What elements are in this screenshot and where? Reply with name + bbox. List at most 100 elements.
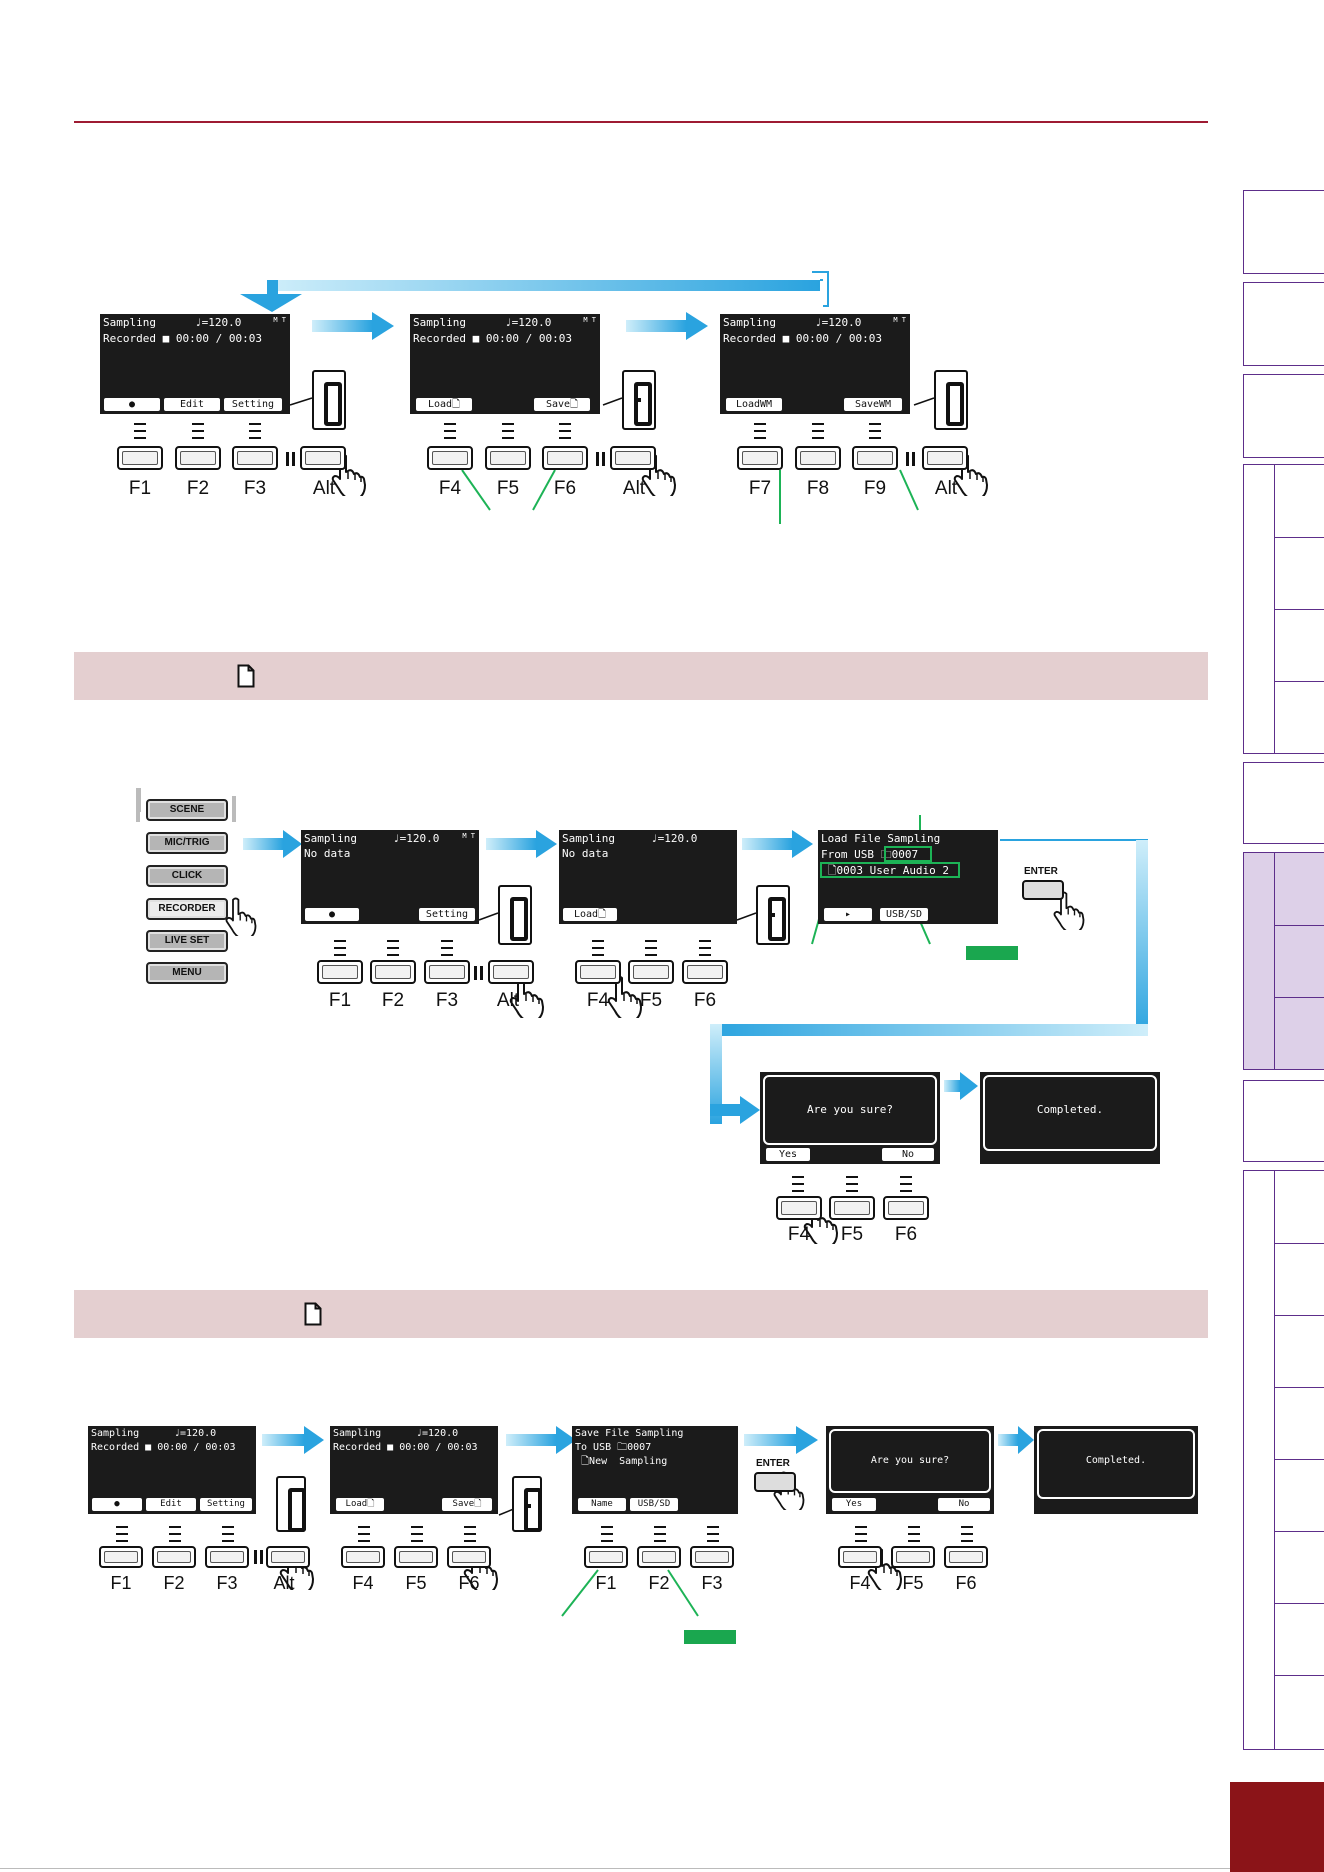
f4-button[interactable] — [575, 960, 621, 984]
menu-key[interactable]: MENU — [146, 962, 228, 984]
f2-button[interactable] — [370, 960, 416, 984]
button-marks — [699, 940, 711, 956]
f5-button[interactable] — [628, 960, 674, 984]
f3-button[interactable] — [690, 1546, 734, 1568]
thumb-tab[interactable] — [1243, 762, 1324, 844]
f2-label: F2 — [186, 478, 210, 499]
f1-button[interactable] — [584, 1546, 628, 1568]
f2-button[interactable] — [152, 1546, 196, 1568]
folder-highlight — [884, 846, 932, 862]
enter-button[interactable] — [1022, 880, 1064, 900]
f6-button[interactable] — [682, 960, 728, 984]
tab-load[interactable]: Load🗋 — [416, 398, 472, 411]
no-tab[interactable]: No — [882, 1148, 934, 1161]
tab-record[interactable]: ● — [92, 1498, 142, 1511]
alt-button[interactable] — [266, 1546, 310, 1568]
divider — [480, 966, 483, 980]
button-marks — [812, 423, 824, 439]
f6-label: F6 — [955, 1573, 977, 1593]
thumb-tab-group-active[interactable] — [1243, 852, 1324, 1070]
live-set-key[interactable]: LIVE SET — [146, 930, 228, 952]
tab-name[interactable]: Name — [578, 1498, 626, 1511]
thumb-tab[interactable] — [1243, 190, 1324, 274]
tab-save[interactable]: Save🗋 — [442, 1498, 492, 1511]
f4-label: F4 — [586, 990, 610, 1011]
tab-usbsd[interactable]: USB/SD — [880, 908, 928, 921]
f4-button[interactable] — [427, 446, 473, 470]
thumb-tab-group[interactable] — [1243, 464, 1324, 754]
lcd-save-new[interactable]: 🗋New Sampling — [575, 1456, 668, 1467]
yes-tab[interactable]: Yes — [766, 1148, 810, 1161]
mic-trig-key[interactable]: MIC/TRIG — [146, 832, 228, 854]
button-marks — [134, 423, 146, 439]
yes-tab[interactable]: Yes — [832, 1498, 876, 1511]
f4-label: F4 — [352, 1573, 374, 1593]
lcd-mt: M T — [893, 316, 906, 324]
tab-usbsd[interactable]: USB/SD — [630, 1498, 678, 1511]
lcd-recorded: Recorded ■ 00:00 / 00:03 — [723, 332, 882, 345]
tab-setting[interactable]: Setting — [200, 1498, 252, 1511]
f7-button[interactable] — [737, 446, 783, 470]
f5-button[interactable] — [485, 446, 531, 470]
f3-button[interactable] — [232, 446, 278, 470]
lcd-save-to: To USB 🗀0007 — [575, 1442, 652, 1453]
f5-button[interactable] — [891, 1546, 935, 1568]
tab-setting[interactable]: Setting — [224, 398, 282, 411]
alt-button[interactable] — [300, 446, 346, 470]
alt-label: Alt — [496, 990, 520, 1011]
alt-button[interactable] — [922, 446, 968, 470]
f6-button[interactable] — [944, 1546, 988, 1568]
tab-save[interactable]: Save🗋 — [534, 398, 590, 411]
f1-button[interactable] — [117, 446, 163, 470]
tab-edit[interactable]: Edit — [146, 1498, 196, 1511]
tab-load[interactable]: Load🗋 — [563, 908, 617, 921]
alt-button[interactable] — [488, 960, 534, 984]
no-tab[interactable]: No — [938, 1498, 990, 1511]
f6-button[interactable] — [883, 1196, 929, 1220]
f5-button[interactable] — [829, 1196, 875, 1220]
footer-rule — [0, 1868, 1230, 1869]
scroll-knob-icon — [512, 1476, 542, 1532]
tab-record[interactable]: ● — [104, 398, 160, 411]
tab-loadwm[interactable]: LoadWM — [726, 398, 782, 411]
button-marks — [464, 1526, 476, 1542]
tab-record[interactable]: ● — [305, 908, 359, 921]
f8-button[interactable] — [795, 446, 841, 470]
enter-flow-arrow — [710, 839, 1148, 1124]
f2-button[interactable] — [175, 446, 221, 470]
alt-button[interactable] — [610, 446, 656, 470]
f1-button[interactable] — [99, 1546, 143, 1568]
scene-key[interactable]: SCENE — [146, 799, 228, 821]
tab-edit[interactable]: Edit — [164, 398, 220, 411]
enter-button[interactable] — [754, 1472, 796, 1492]
lcd-load-file-item[interactable]: 🗋0003 User Audio 2 — [821, 864, 950, 877]
thumb-tab[interactable] — [1243, 1080, 1324, 1162]
f9-button[interactable] — [852, 446, 898, 470]
completed-text: Completed. — [1036, 1103, 1104, 1116]
f4-button[interactable] — [838, 1546, 882, 1568]
f2-button[interactable] — [637, 1546, 681, 1568]
f1-button[interactable] — [317, 960, 363, 984]
click-key[interactable]: CLICK — [146, 865, 228, 887]
button-marks — [792, 1176, 804, 1192]
tab-setting[interactable]: Setting — [419, 908, 475, 921]
dialog-frame — [763, 1075, 937, 1145]
f6-label: F6 — [458, 1573, 480, 1593]
f3-button[interactable] — [424, 960, 470, 984]
f3-button[interactable] — [205, 1546, 249, 1568]
thumb-tab[interactable] — [1243, 282, 1324, 366]
f6-button[interactable] — [447, 1546, 491, 1568]
tab-load[interactable]: Load🗋 — [336, 1498, 384, 1511]
button-marks — [869, 423, 881, 439]
tab-play[interactable]: ▸ — [824, 908, 872, 921]
f4-button[interactable] — [776, 1196, 822, 1220]
f6-button[interactable] — [542, 446, 588, 470]
f4-button[interactable] — [341, 1546, 385, 1568]
tab-savewm[interactable]: SaveWM — [844, 398, 902, 411]
thumb-tab-group[interactable] — [1243, 1170, 1324, 1750]
button-marks — [592, 940, 604, 956]
f5-button[interactable] — [394, 1546, 438, 1568]
thumb-tab[interactable] — [1243, 374, 1324, 458]
recorder-key[interactable]: RECORDER — [146, 898, 228, 920]
section-header-save — [74, 1290, 1208, 1338]
